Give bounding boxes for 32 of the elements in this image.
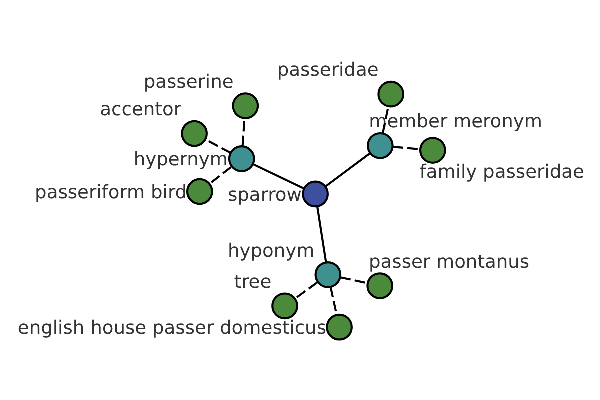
connector	[294, 281, 318, 300]
node-circle	[366, 272, 394, 299]
node-label: member meronym	[368, 111, 542, 132]
node-label: hyponym	[227, 240, 314, 262]
connector	[340, 276, 368, 284]
node-circle	[232, 92, 259, 119]
node-circle	[302, 180, 328, 208]
node-circle	[180, 120, 208, 147]
node-circle	[314, 261, 342, 288]
node-label: passer montanus	[368, 251, 530, 272]
node-label: passeridae	[276, 60, 378, 81]
connector	[316, 206, 327, 262]
node-label: passeriform bird	[34, 182, 187, 203]
node-label: family passeridae	[419, 161, 584, 182]
node-label: passerine	[143, 71, 234, 92]
node-label: tree	[234, 271, 272, 292]
connector	[252, 162, 304, 190]
node-circle	[228, 145, 255, 172]
node-circle	[186, 178, 213, 205]
connector	[329, 286, 338, 314]
node-circle	[419, 136, 446, 164]
node-circle	[377, 80, 404, 108]
node-label: accentor	[100, 99, 181, 120]
node-label: hypernym	[133, 149, 228, 170]
node-label: sparrow	[227, 184, 302, 206]
node-circle	[271, 292, 298, 320]
connector	[324, 152, 370, 187]
node-label: english house passer domesticus	[17, 317, 326, 338]
node-circle	[326, 313, 352, 340]
connector	[208, 166, 232, 184]
node-circle	[366, 132, 394, 159]
connector	[392, 146, 420, 150]
